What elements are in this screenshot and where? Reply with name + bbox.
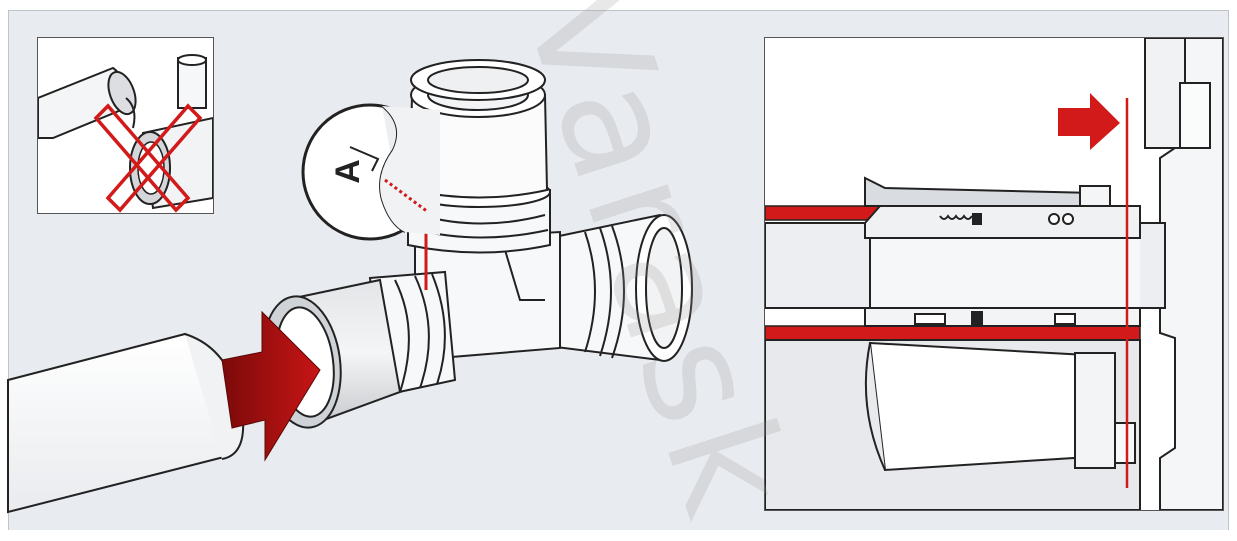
fitting-scene xyxy=(7,59,694,514)
insertion-depth-arrow-icon xyxy=(1058,93,1120,150)
push-direction-arrow-icon xyxy=(221,310,321,462)
magnifier-label: A xyxy=(328,159,367,184)
cross-section-panel xyxy=(764,37,1224,511)
cross-section-drawing xyxy=(765,38,1223,510)
pipe-fitting-diagram: A xyxy=(7,0,1229,541)
no-lubricant-icon xyxy=(38,54,213,213)
warning-inset-panel xyxy=(37,37,214,214)
tee-fitting xyxy=(368,59,694,397)
detail-magnifier xyxy=(301,103,440,241)
pex-pipe xyxy=(7,278,402,514)
